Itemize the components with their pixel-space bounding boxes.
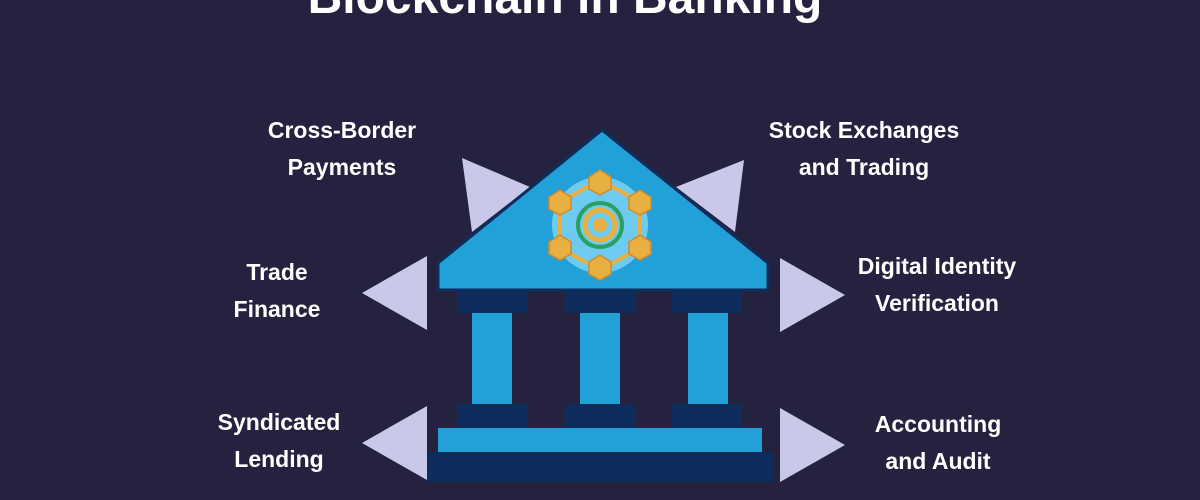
page-title: Blockchain in Banking [0,0,1130,26]
label-line: Lending [234,446,324,472]
label-line: Finance [233,296,321,322]
label-line: Stock Exchanges [768,117,960,143]
column-base [672,404,742,428]
label-digital-identity: Digital Identity Verification [807,248,1067,322]
column [688,313,728,404]
label-trade-finance: Trade Finance [147,254,407,328]
step [438,428,762,452]
label-line: Accounting [874,411,1002,437]
arrow-cross-border [462,158,530,232]
label-cross-border-payments: Cross-Border Payments [212,112,472,186]
column-base [565,404,635,428]
blockchain-emblem-icon [548,169,652,281]
capital [457,290,527,313]
arrows [362,158,845,482]
label-stock-exchanges: Stock Exchanges and Trading [734,112,994,186]
label-line: and Audit [885,448,991,474]
column [472,313,512,404]
label-line: Payments [287,154,397,180]
arrow-identity [780,258,845,332]
label-syndicated-lending: Syndicated Lending [149,404,409,478]
arrow-accounting [780,408,845,482]
label-line: and Trading [798,154,930,180]
capital [565,290,635,313]
label-line: Digital Identity [857,253,1017,279]
column-base [457,404,527,428]
column [580,313,620,404]
label-accounting-audit: Accounting and Audit [808,406,1068,480]
arrow-stock [676,160,744,232]
label-line: Cross-Border [267,117,417,143]
capital [672,290,742,313]
arrow-syndicated [362,406,427,480]
label-line: Verification [875,290,999,316]
label-line: Trade [246,259,308,285]
arrow-trade [362,256,427,330]
label-line: Syndicated [217,409,341,435]
foundation [428,452,773,482]
